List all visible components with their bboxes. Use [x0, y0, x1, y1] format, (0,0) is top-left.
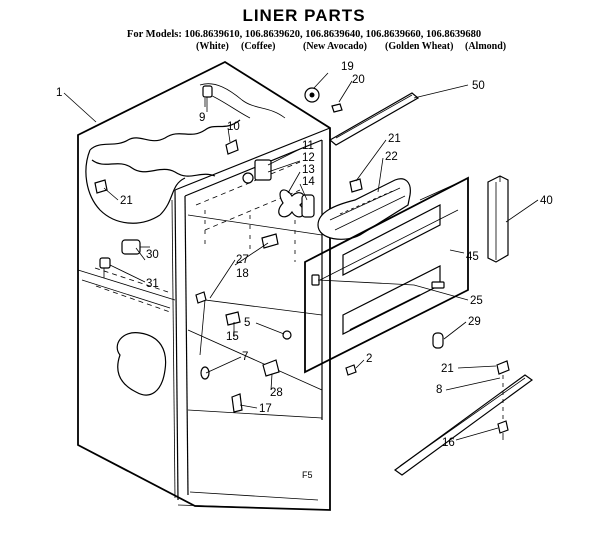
- label-part-25: 25: [470, 295, 483, 307]
- part-25-control-panel: [304, 176, 469, 374]
- part-number-labels: 1 21 9 10 11 12 13 14 19 20 50 21 22 40 …: [56, 61, 553, 480]
- label-part-19: 19: [341, 61, 354, 73]
- label-part-9: 9: [199, 112, 205, 124]
- part-28-bracket: [262, 359, 280, 377]
- label-part-21-left: 21: [120, 195, 133, 207]
- evaporator-tubing: [85, 83, 286, 224]
- part-21-clip-left: [94, 179, 108, 194]
- part-22-duct: [317, 178, 411, 240]
- part-17-support: [231, 393, 243, 413]
- part-31-pin: [99, 257, 111, 278]
- part-29-plug: [432, 332, 444, 349]
- liner-cabinet: [77, 60, 331, 511]
- label-part-21-duct: 21: [388, 133, 401, 145]
- label-part-20: 20: [352, 74, 365, 86]
- label-part-13: 13: [302, 164, 315, 176]
- color-coffee: (Coffee): [241, 41, 276, 52]
- label-part-7: 7: [242, 351, 248, 363]
- color-almond: (Almond): [465, 41, 507, 52]
- label-part-40: 40: [540, 195, 553, 207]
- part-10-bracket: [225, 139, 239, 155]
- part-19-knob: [304, 87, 320, 103]
- label-part-14: 14: [302, 176, 315, 188]
- part-40-channel: [487, 175, 509, 263]
- label-part-5: 5: [244, 317, 250, 329]
- part-20-screw: [331, 103, 343, 113]
- label-part-1: 1: [56, 87, 62, 99]
- color-new-avocado: (New Avocado): [303, 41, 367, 52]
- color-golden-wheat: (Golden Wheat): [385, 41, 454, 52]
- label-part-12: 12: [302, 152, 315, 164]
- color-white: (White): [196, 41, 229, 52]
- part-16-screw: [497, 420, 509, 440]
- part-2-screw: [345, 364, 357, 376]
- label-part-16: 16: [442, 437, 455, 449]
- part-9-clip: [202, 85, 213, 112]
- part-14-fan-motor: [301, 194, 315, 218]
- label-part-18: 18: [236, 268, 249, 280]
- label-part-45: 45: [466, 251, 479, 263]
- footer-code: F5: [302, 470, 313, 480]
- label-part-27: 27: [236, 254, 249, 266]
- part-5-screw: [282, 330, 292, 340]
- liner-cutout: [116, 332, 167, 396]
- label-part-22: 22: [385, 151, 398, 163]
- part-8-long-trim: [393, 374, 534, 476]
- part-30-switch: [121, 239, 150, 255]
- label-part-17: 17: [259, 403, 272, 415]
- label-part-8: 8: [436, 384, 442, 396]
- models-line: For Models: 106.8639610, 106.8639620, 10…: [126, 29, 482, 40]
- part-27-clip: [195, 291, 207, 304]
- label-part-31: 31: [146, 278, 159, 290]
- label-part-10: 10: [227, 121, 240, 133]
- part-7-plug: [200, 366, 210, 380]
- part-21-clip-lower: [496, 360, 510, 375]
- part-11-socket: [242, 159, 272, 184]
- label-part-29: 29: [468, 316, 481, 328]
- part-15-hinge: [225, 311, 241, 326]
- label-part-28: 28: [270, 387, 283, 399]
- label-part-11: 11: [302, 140, 314, 152]
- label-part-50: 50: [472, 80, 485, 92]
- part-50-trim-strip: [328, 92, 420, 146]
- label-part-30: 30: [146, 249, 159, 261]
- leader-lines: [63, 72, 539, 441]
- page-title: LINER PARTS: [242, 6, 366, 25]
- label-part-2: 2: [366, 353, 372, 365]
- label-part-15: 15: [226, 331, 239, 343]
- part-18-bracket: [261, 233, 279, 249]
- label-part-21-lower: 21: [441, 363, 454, 375]
- part-13-fan-blade: [278, 189, 305, 218]
